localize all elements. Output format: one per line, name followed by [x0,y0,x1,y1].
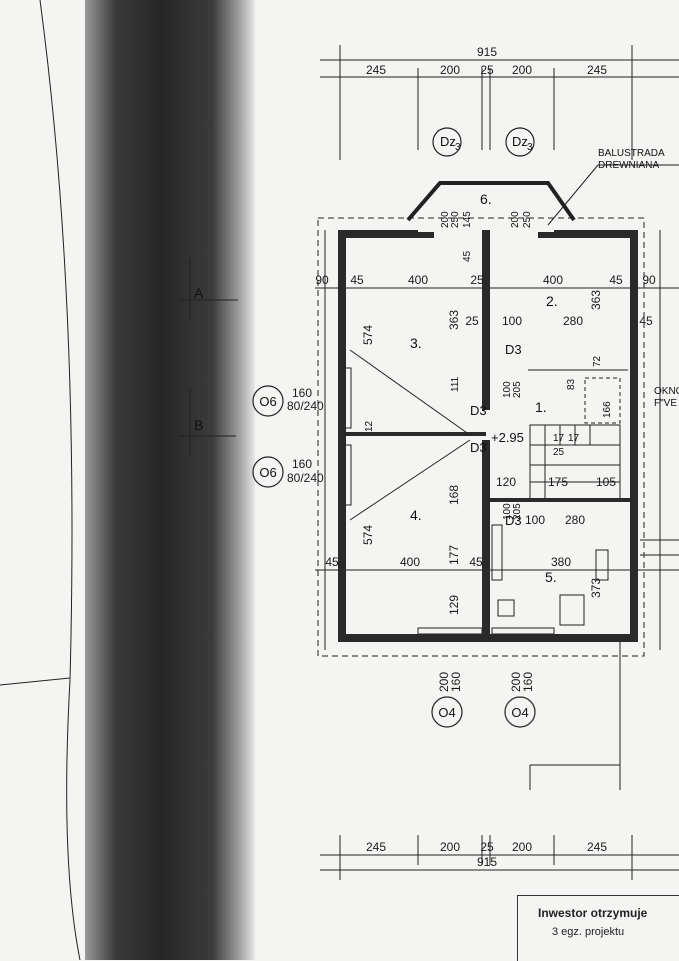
dz-right-label: Dz [512,134,528,149]
bay-dim-4: 45 [462,250,473,262]
room4-right-dim: 45 [469,555,483,569]
door-d3-d: D3 [505,513,522,528]
bay-dim-3: 145 [462,211,473,228]
dz-left-sub: 3 [455,142,461,153]
stair-dim-2: 17 [568,433,580,444]
top-dim-4: 200 [512,63,532,77]
bottom-dim-3: 25 [480,840,494,854]
room4-diag-dim: 574 [361,525,375,545]
row-dim-1: 45 [350,273,364,287]
row-dim-5: 45 [609,273,623,287]
room4-h2-dim: 168 [447,485,461,505]
room4-width-dim: 400 [400,555,420,569]
room5-height-dim: 373 [589,578,603,598]
stamp-line-2: 3 egz. projektu [552,926,625,938]
top-dim-1: 245 [366,63,386,77]
room-4-label: 4. [410,507,422,523]
door-dim-6: 12 [364,420,375,432]
room5-dim-3: 280 [565,513,585,527]
room-1-label: 1. [535,399,547,415]
top-total-dim: 915 [477,45,497,59]
room4-left-dim: 45 [325,555,339,569]
door-d3-c: D3 [470,440,487,455]
left-offset-dim: 90 [315,273,329,287]
section-b-label: B [194,417,203,433]
investor-stamp: Inwestor otrzymuje 3 egz. projektu [517,895,679,961]
bay-dim-1: 200 [440,211,451,228]
window-top-dim-2: 80/240 [287,399,324,413]
bottom-dim-4: 200 [512,840,532,854]
room3-height-dim: 363 [447,310,461,330]
bottom-total-dim: 915 [477,855,497,869]
dz-left-label: Dz [440,134,456,149]
section-a-label: A [194,285,204,301]
balustrade-note-2: DREWNIANA - [598,160,665,171]
o4-right-dim-1: 200 [509,672,523,692]
o4-right-label: O4 [511,705,528,720]
top-dim-5: 245 [587,63,607,77]
top-dim-3: 25 [480,63,494,77]
stamp-line-1: Inwestor otrzymuje [538,906,648,920]
door-dim-9: 166 [602,401,613,418]
room4-h3-dim: 177 [447,545,461,565]
o6-top-label: O6 [259,394,276,409]
row-dim-4: 400 [543,273,563,287]
o4-right-dim-2: 160 [521,672,535,692]
o4-left-dim-1: 200 [437,672,451,692]
room-2-label: 2. [546,293,558,309]
door-dim-3: 100 [502,503,513,520]
window-top-dim-1: 160 [292,386,312,400]
bottom-dim-1: 245 [366,840,386,854]
room-6-label: 6. [480,191,492,207]
door-d3-a: D3 [505,342,522,357]
door-dim-5: 111 [450,376,461,392]
scan-shadow-band [85,0,255,960]
room-3-label: 3. [410,335,422,351]
room4-h4-dim: 129 [447,595,461,615]
door-dim-2: 205 [512,381,523,398]
window-bottom-dim-1: 160 [292,457,312,471]
okno-note-1: OKNO [654,386,679,397]
stair-dim-1: 17 [553,433,565,444]
bottom-dim-5: 245 [587,840,607,854]
door-dim-8: 83 [566,378,577,390]
room-5-label: 5. [545,569,557,585]
o4-left-label: O4 [438,705,455,720]
room5-width-dim: 380 [551,555,571,569]
room5-dim-4: 100 [525,513,545,527]
room1-dim-1: 25 [465,314,479,328]
bay-side-dim-1: 200 [510,211,521,228]
row-dim-3: 25 [470,273,484,287]
level-mark: +2.95 [491,430,524,445]
room1-dim-2: 100 [502,314,522,328]
stair-dim-4: 175 [548,475,568,489]
top-dim-2: 200 [440,63,460,77]
bottom-dim-2: 200 [440,840,460,854]
row-dim-2: 400 [408,273,428,287]
stair-dim-3: 25 [553,447,565,458]
door-dim-4: 205 [512,503,523,520]
o6-bottom-label: O6 [259,465,276,480]
stair-dim-6: 120 [496,475,516,489]
right-offset-dim: 90 [642,273,656,287]
door-dim-1: 100 [502,381,513,398]
stair-dim-5: 105 [596,475,616,489]
door-dim-7: 72 [592,355,603,367]
room2-height-dim: 363 [589,290,603,310]
room3-diag-dim: 574 [361,325,375,345]
okno-note-2: F"VE [654,398,677,409]
bay-dim-2: 250 [450,211,461,228]
window-bottom-dim-2: 80/240 [287,471,324,485]
o4-left-dim-2: 160 [449,672,463,692]
dz-right-sub: 3 [527,142,533,153]
bay-side-dim-2: 250 [522,211,533,228]
door-d3-b: D3 [470,403,487,418]
balustrade-note-1: BALUSTRADA [598,148,665,159]
room1-dim-3: 280 [563,314,583,328]
room1-dim-4: 45 [639,314,653,328]
